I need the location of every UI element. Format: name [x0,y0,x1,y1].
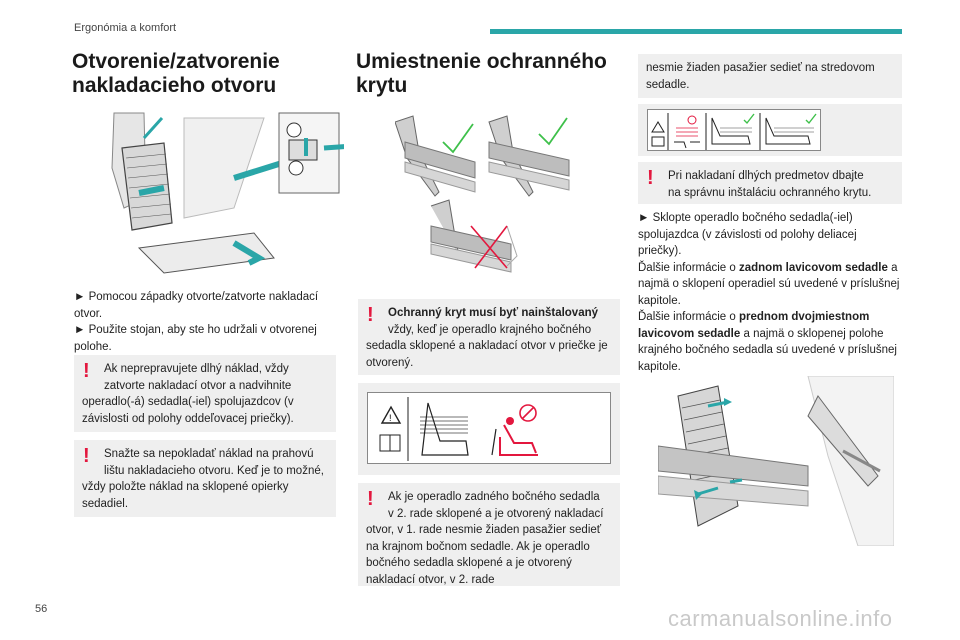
pictogram-box-1: ! [358,383,620,475]
warning-icon: ! [83,445,90,467]
instruction-text: ► Sklopte operadlo bočného sedadla(-iel)… [638,210,902,375]
warning-box-long-items: ! Pri nakladaní dlhých predmetov dbajte … [638,162,902,204]
cover-ok-2 [488,115,570,197]
bold-span: zadnom lavicovom sedadle [738,261,888,274]
text-span: a najmä o sklopení operadiel sú uvedené … [638,261,900,307]
seat-position-pictogram [651,113,817,150]
section-header: Ergonómia a komfort [74,22,177,34]
info-rear-bench: Ďalšie informácie o zadnom lavicovom sed… [638,260,902,310]
pictogram-panel [647,109,821,151]
cargo-hatch-illustration [84,108,344,280]
warning-text: v 2. rade sklopené a je otvorený naklada… [366,507,604,586]
protective-cover-illustration [395,112,581,280]
bold-span: prednom dvojmiestnom lavicovom sedadle [638,311,870,340]
seat-warning-pictogram: ! [379,397,538,461]
warning-bold-line: Ochranný kryt musí byť nainštalovaný [388,307,599,319]
warning-line: Snažte sa nepokladať náklad na prahovú [104,448,314,460]
info-front-bench: Ďalšie informácie o prednom dvojmiestnom… [638,309,902,375]
column-2: Umiestnenie ochranného krytu [356,50,620,98]
warning-icon: ! [647,167,654,189]
folded-seat-illustration [658,376,894,546]
warning-text: vždy, keď je operadlo krajného bočného s… [366,323,608,369]
cover-wrong [430,199,518,273]
pictogram-panel: ! [367,392,611,464]
continuation-box: nesmie žiaden pasažier sedieť na stredov… [638,54,902,98]
title-line: Otvorenie/zatvorenie [72,50,280,73]
warning-icon: ! [83,360,90,382]
step-use-stand: ► Použite stojan, aby ste ho udržali v o… [74,324,317,353]
warning-box-long-load: ! Ak neprepravujete dlhý náklad, vždy za… [74,355,336,432]
warning-box-second-row: ! Ak je operadlo zadného bočného sedadla… [358,483,620,586]
title-line: Umiestnenie ochranného [356,50,607,73]
warning-icon: ! [367,304,374,326]
step-fold-seat: ► Sklopte operadlo bočného sedadla(-iel)… [638,212,857,257]
header-accent-bar [490,29,902,34]
text-span: a najmä o sklopenej polohe krajného bočn… [638,327,897,373]
warning-line: na správnu inštaláciu ochranného krytu. [668,186,872,199]
warning-text: lištu nakladacieho otvoru. Keď je to mož… [82,464,324,510]
text-span: Ďalšie informácie o [638,311,739,323]
step-text: ► Pomocou západky otvorte/zatvorte nakla… [74,289,336,355]
title-line: krytu [356,74,408,97]
pictogram-box-2 [638,104,902,156]
warning-box-threshold: ! Snažte sa nepokladať náklad na prahovú… [74,440,336,517]
continuation-text: nesmie žiaden pasažier sedieť na stredov… [646,62,875,91]
page-number: 56 [35,603,48,615]
warning-line: Pri nakladaní dlhých predmetov dbajte [668,170,864,182]
warning-icon: ! [367,488,374,510]
cover-ok-1 [395,115,476,197]
warning-line: Ak je operadlo zadného bočného sedadla [388,491,600,503]
step-open-close: ► Pomocou západky otvorte/zatvorte nakla… [74,291,319,320]
title-line: nakladacieho otvoru [72,74,277,97]
watermark: carmanualsonline.info [668,606,893,631]
column-1: Otvorenie/zatvorenie nakladacieho otvoru [72,50,336,98]
warning-box-cover-required: ! Ochranný kryt musí byť nainštalovaný v… [358,299,620,375]
warning-text: zatvorte nakladací otvor a nadvihnite op… [82,379,294,425]
svg-text:!: ! [389,413,392,423]
section-title-cover: Umiestnenie ochranného krytu [356,50,620,98]
text-span: Ďalšie informácie o [638,261,739,274]
section-title-hatch: Otvorenie/zatvorenie nakladacieho otvoru [72,50,336,98]
warning-line: Ak neprepravujete dlhý náklad, vždy [104,363,289,375]
